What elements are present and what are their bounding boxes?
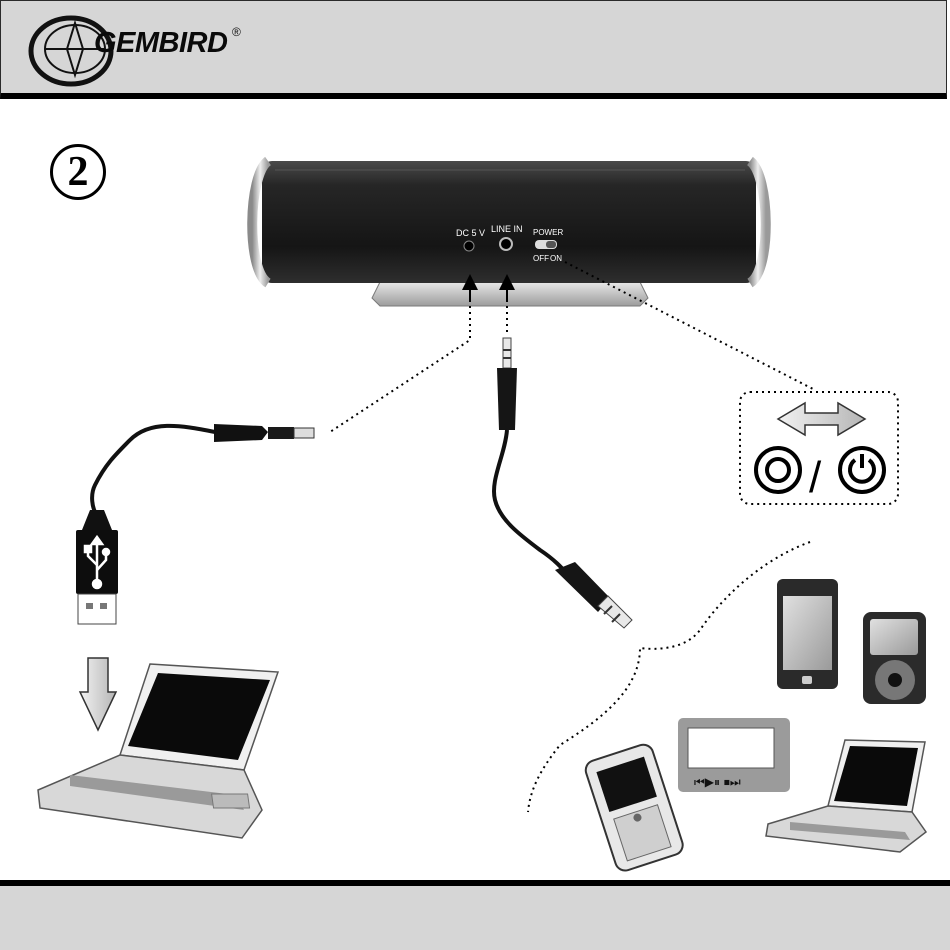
down-arrow-icon: [80, 658, 116, 730]
power-on-icon: [840, 448, 884, 492]
media-controls-icon: ⏮▶⏸ ⏹⏭: [694, 775, 741, 789]
footer-bar: [0, 880, 950, 950]
power-off-icon: [756, 448, 800, 492]
double-arrow-icon: [778, 403, 865, 435]
line-in-jack: [500, 238, 512, 250]
speaker-body: [252, 161, 766, 283]
dc-dotted-line: [330, 300, 470, 432]
on-label: ON: [550, 254, 562, 263]
audio-cable: [494, 338, 632, 628]
power-label: POWER: [533, 228, 563, 237]
speaker-stand: [372, 282, 648, 306]
smartphone-icon: [777, 579, 838, 689]
power-switch-knob: [546, 241, 556, 248]
power-separator: /: [809, 453, 822, 502]
mp3-player-icon: [863, 612, 926, 704]
laptop-icon: [38, 664, 278, 838]
dc-power-cable: [92, 424, 314, 516]
dc-label: DC 5 V: [456, 228, 485, 238]
dc-jack: [464, 241, 474, 251]
off-label: OFF: [533, 254, 549, 263]
media-player-icon: ⏮▶⏸ ⏹⏭: [678, 718, 790, 792]
mobile-phone-icon: [583, 742, 685, 873]
line-in-label: LINE IN: [491, 224, 523, 234]
